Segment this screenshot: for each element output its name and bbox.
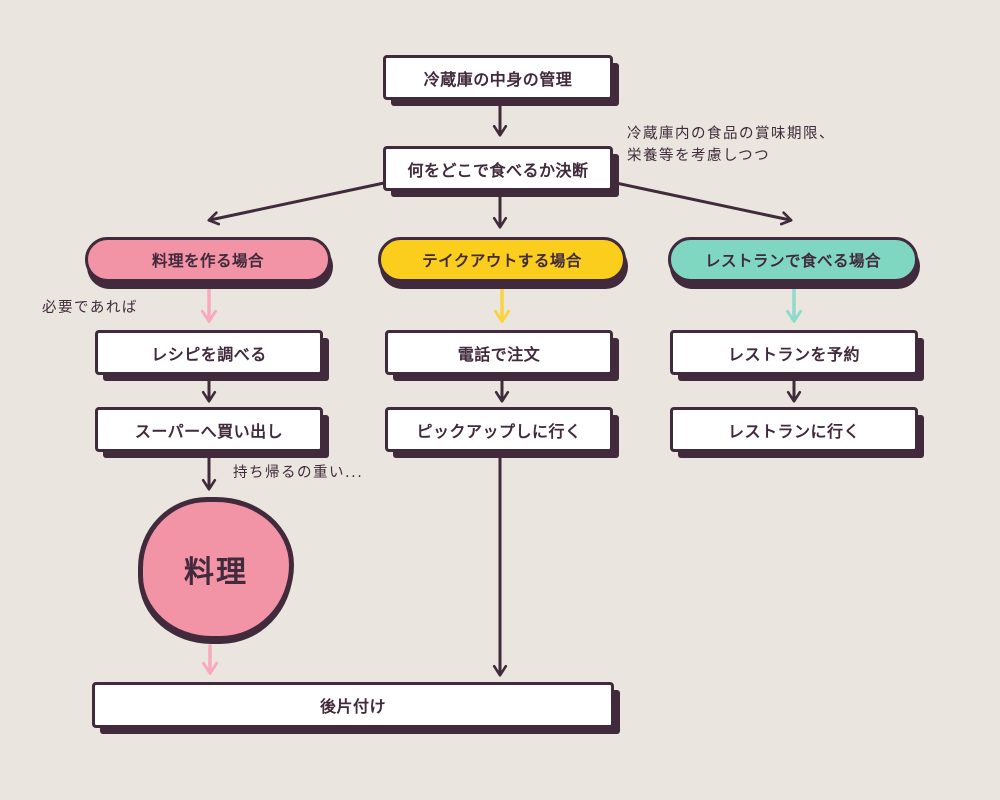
node-fridge-management-label: 冷蔵庫の中身の管理 (423, 69, 573, 89)
node-fridge-management: 冷蔵庫の中身の管理 (383, 55, 613, 100)
annotation-heavy-to-carry-label: 持ち帰るの重い... (233, 465, 364, 481)
annotation-consider-expiry: 冷蔵庫内の食品の賞味期限、 栄養等を考慮しつつ (627, 123, 835, 167)
annotation-if-needed: 必要であれば (42, 297, 138, 319)
node-reserve-restaurant: レストランを予約 (670, 330, 918, 375)
node-go-to-restaurant-label: レストランに行く (727, 421, 860, 441)
annotation-heavy-to-carry: 持ち帰るの重い... (233, 462, 363, 484)
node-cleanup: 後片付け (92, 682, 614, 728)
arrow-decide-to-cook-case (207, 181, 386, 226)
annotation-consider-line1: 冷蔵庫内の食品の賞味期限、 (627, 126, 835, 142)
node-go-pick-up: ピックアップしに行く (385, 407, 613, 452)
node-look-up-recipe-label: レシピを調べる (151, 344, 267, 364)
node-order-by-phone: 電話で注文 (385, 330, 613, 375)
node-supermarket-shopping-label: スーパーへ買い出し (134, 421, 284, 441)
annotation-consider-line2: 栄養等を考慮しつつ (627, 148, 771, 164)
node-decide-what-where: 何をどこで食べるか決断 (383, 146, 613, 191)
branch-takeout-case: テイクアウトする場合 (378, 237, 626, 282)
node-cooking-label: 料理 (184, 555, 248, 590)
node-look-up-recipe: レシピを調べる (95, 330, 323, 375)
branch-restaurant-case-label: レストランで食べる場合 (704, 251, 881, 270)
node-supermarket-shopping: スーパーへ買い出し (95, 407, 323, 452)
branch-cook-case: 料理を作る場合 (85, 237, 331, 282)
node-reserve-restaurant-label: レストランを予約 (727, 344, 860, 364)
node-go-pick-up-label: ピックアップしに行く (416, 421, 582, 441)
node-go-to-restaurant: レストランに行く (670, 407, 918, 452)
node-cleanup-label: 後片付け (319, 697, 386, 716)
branch-restaurant-case: レストランで食べる場合 (668, 237, 918, 282)
arrow-decide-to-restaurant-case (614, 181, 793, 226)
node-decide-what-where-label: 何をどこで食べるか決断 (407, 160, 589, 180)
node-order-by-phone-label: 電話で注文 (457, 344, 541, 364)
branch-takeout-case-label: テイクアウトする場合 (422, 251, 582, 270)
node-cooking-circle: 料理 (138, 497, 294, 641)
branch-cook-case-label: 料理を作る場合 (151, 251, 264, 270)
annotation-if-needed-label: 必要であれば (42, 300, 138, 316)
